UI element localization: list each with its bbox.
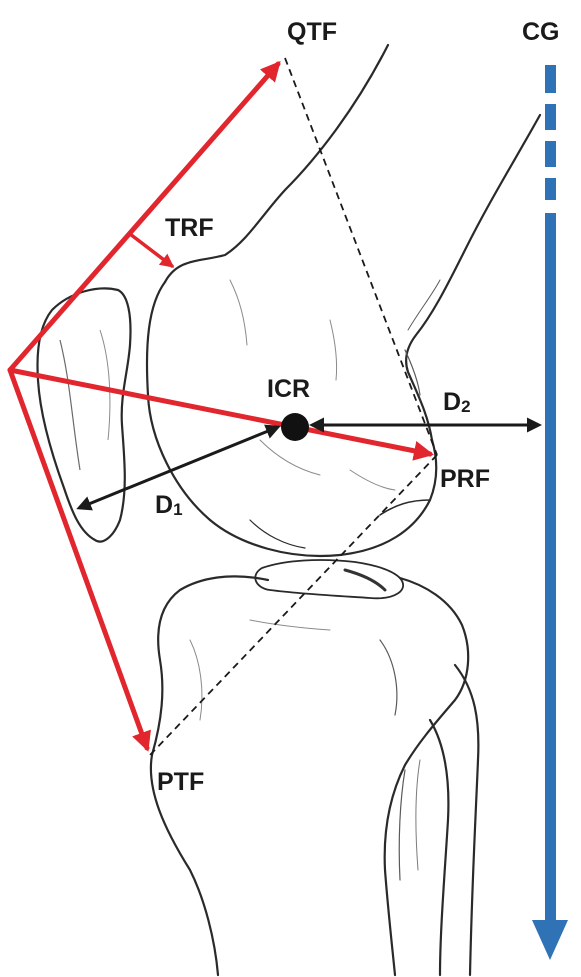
icr-label: ICR [267, 375, 310, 403]
d2-label-subscript: 2 [461, 397, 470, 416]
prf-label: PRF [440, 465, 490, 493]
cg-label: CG [522, 18, 560, 46]
center-of-gravity-arrow [532, 65, 568, 960]
trf-label: TRF [165, 214, 214, 242]
d1-label-subscript: 1 [173, 500, 182, 519]
prf-to-ptf-dashed-line [150, 455, 437, 755]
ptf-label: PTF [157, 768, 204, 796]
icr-center-point [281, 413, 309, 441]
qtf-force-arrow [10, 64, 278, 370]
d1-label-main: D [155, 491, 173, 519]
force-vectors [10, 64, 430, 748]
d1-label: D1 [155, 491, 183, 519]
ptf-force-arrow [10, 370, 147, 748]
prf-force-arrow [10, 370, 430, 454]
d1-distance-arrow [79, 427, 278, 508]
d2-label: D2 [443, 388, 471, 416]
d2-label-main: D [443, 388, 461, 416]
qtf-label: QTF [287, 18, 337, 46]
